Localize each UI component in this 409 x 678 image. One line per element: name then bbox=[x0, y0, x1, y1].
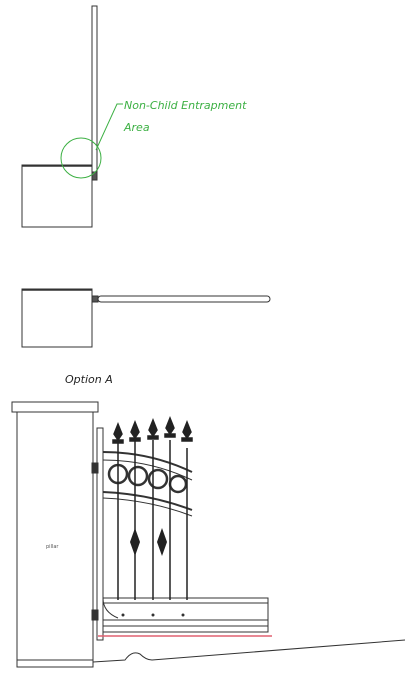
gate-leaf bbox=[102, 451, 269, 633]
rail-bolts bbox=[121, 613, 185, 617]
top-view-raised bbox=[21, 5, 98, 228]
entrapment-circle bbox=[60, 137, 102, 179]
leader-line bbox=[95, 103, 123, 151]
lower-hinge bbox=[91, 609, 99, 621]
top-view-lowered bbox=[21, 288, 271, 348]
raised-arm bbox=[91, 5, 98, 177]
pillar-body bbox=[16, 411, 94, 668]
pickets bbox=[112, 415, 193, 600]
lowered-housing-box bbox=[21, 288, 93, 348]
ground bbox=[92, 635, 406, 663]
pillar bbox=[11, 401, 99, 668]
lowered-hinge bbox=[91, 295, 99, 303]
pillar-label: pillar bbox=[46, 544, 59, 550]
lowered-arm bbox=[97, 295, 271, 303]
hinge-post bbox=[91, 427, 104, 641]
annotation-line-2: Area bbox=[123, 121, 150, 134]
annotation-line-1: Non-Child Entrapment bbox=[124, 99, 247, 112]
entrapment-highlight bbox=[60, 103, 123, 179]
pillar-cap bbox=[11, 401, 99, 413]
option-caption: Option A bbox=[65, 373, 113, 386]
upper-hinge bbox=[91, 462, 99, 474]
diamond-ornaments bbox=[130, 528, 167, 556]
raised-hinge bbox=[91, 171, 98, 181]
raised-housing-box bbox=[21, 164, 93, 228]
